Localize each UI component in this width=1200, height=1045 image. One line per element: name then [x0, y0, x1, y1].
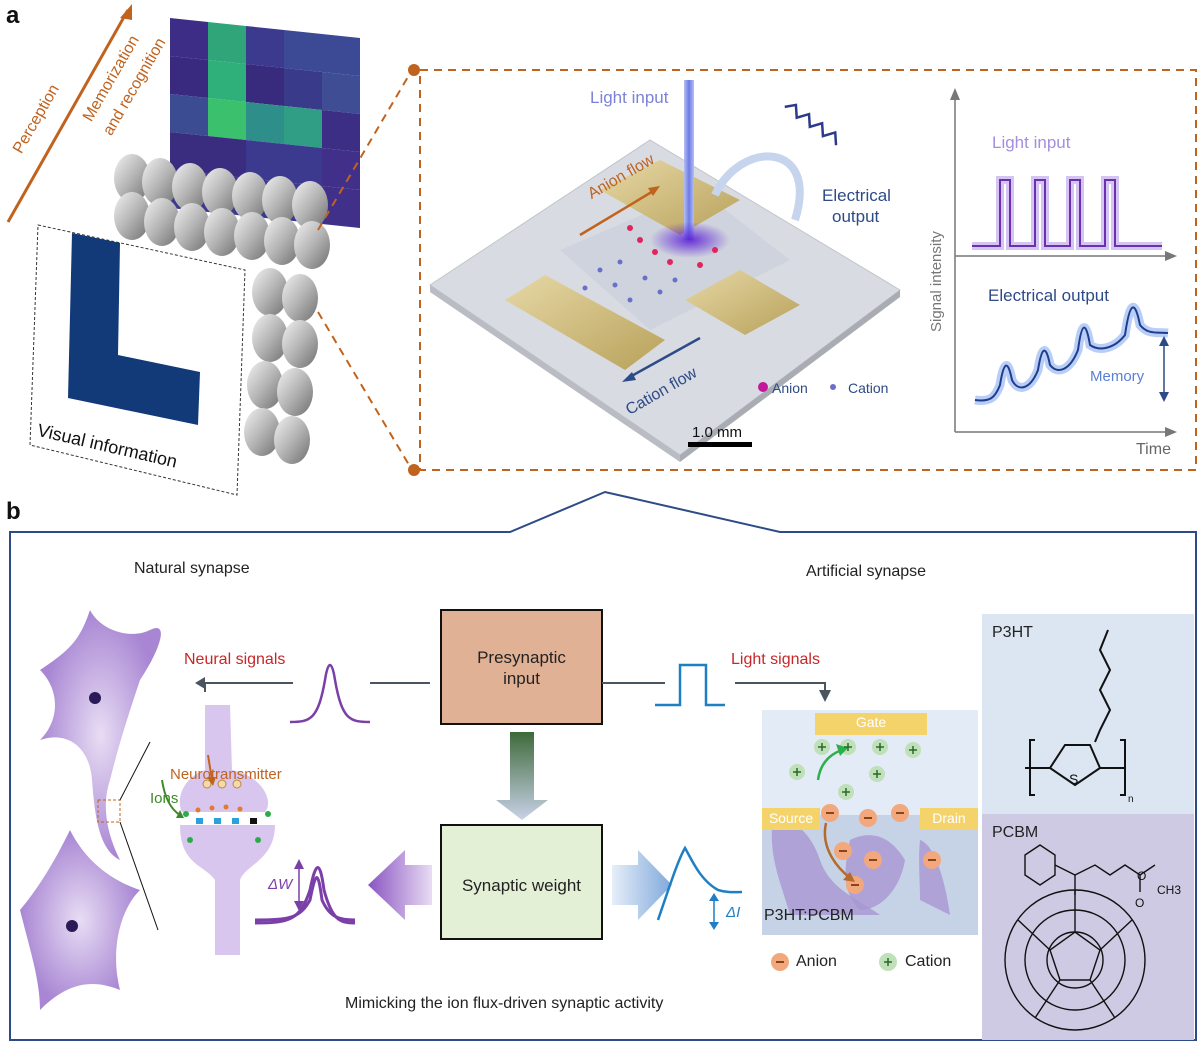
pcbm-ch3-label: CH3	[1157, 883, 1182, 897]
perception-arrow	[6, 9, 130, 223]
down-arrow-icon	[496, 732, 548, 820]
natural-synapse-title: Natural synapse	[134, 560, 250, 577]
letter-l-shape	[68, 233, 200, 425]
pcbm-panel	[982, 814, 1194, 1040]
photoreceptor-array	[114, 154, 330, 464]
cation-legend-icon	[879, 953, 897, 971]
caption: Mimicking the ion flux-driven synaptic a…	[345, 995, 664, 1012]
signal-intensity-label: Signal intensity	[928, 231, 945, 332]
neurotransmitter-label: Neurotransmitter	[170, 766, 282, 783]
plot-electrical-output-label: Electrical output	[988, 286, 1109, 305]
presynaptic-input-line1: Presynaptic	[477, 648, 566, 667]
presynaptic-input-line2: input	[503, 669, 540, 688]
panel-b-frame	[9, 490, 1197, 1041]
panel-a-label: a	[6, 2, 20, 29]
time-label: Time	[1136, 441, 1171, 458]
panel-a-graphics	[6, 4, 1197, 496]
pcbm-structure	[1004, 844, 1156, 1031]
light-arrow-head-icon	[819, 690, 831, 702]
sulfur-label: S	[1069, 771, 1079, 787]
pcbm-label: PCBM	[992, 824, 1039, 841]
left-arrow-icon	[368, 850, 432, 920]
neuron-top	[40, 610, 161, 860]
neural-signals-label: Neural signals	[184, 651, 286, 668]
gate-label: Gate	[855, 714, 887, 730]
ions-label: Ions	[150, 790, 179, 807]
arrow-head-icon	[120, 4, 132, 20]
panel-b-label: b	[6, 498, 21, 525]
panel-b-graphics	[9, 490, 1197, 1041]
pcbm-o-label: O	[1137, 869, 1147, 883]
delta-i-label: ΔI	[726, 904, 741, 921]
current-wave	[656, 845, 743, 921]
zoom-dot-top	[408, 64, 420, 76]
cation-legend-label: Cation	[905, 953, 952, 970]
neural-arrow-head-icon	[195, 677, 205, 689]
electrical-output-label-2: output	[832, 207, 880, 226]
neuron-bottom	[20, 830, 140, 1010]
p3ht-label: P3HT	[992, 624, 1033, 641]
synapse-illustration	[161, 705, 275, 955]
electrical-output-label: Electrical	[822, 186, 891, 205]
device-illustration	[429, 80, 901, 462]
anion-legend-label: Anion	[796, 953, 837, 970]
zoom-dot-bottom	[408, 464, 420, 476]
p3ht-panel	[982, 614, 1194, 814]
zoom-line-top	[317, 69, 413, 231]
plot-light-input-label: Light input	[992, 133, 1071, 152]
drain-label: Drain	[932, 810, 966, 826]
signal-plot	[950, 88, 1177, 437]
zoom-line	[119, 741, 151, 801]
zoom-line-2	[119, 821, 159, 931]
right-arrow-icon	[612, 850, 672, 920]
presynaptic-input-box	[440, 609, 603, 725]
light-signal-pulse	[655, 663, 725, 707]
zoom-line-bottom	[317, 311, 413, 471]
light-arrow	[735, 682, 826, 692]
synaptic-weight-box	[440, 824, 603, 940]
anion-flow-arrow	[823, 822, 851, 879]
synapse-zoom-box	[97, 799, 121, 823]
artificial-synapse-title: Artificial synapse	[806, 563, 927, 580]
drain-electrode	[920, 808, 978, 830]
neural-signal-peak	[289, 663, 371, 724]
p3ht-structure	[1025, 629, 1126, 796]
cation-legend-label: Cation	[848, 380, 889, 396]
delta-w-label: ΔW	[268, 876, 293, 893]
neural-arrow	[204, 682, 293, 692]
p3ht-subscript: n	[1128, 794, 1134, 805]
source-electrode	[762, 808, 820, 830]
memory-label: Memory	[1090, 368, 1145, 385]
anion-legend-label: Anion	[772, 380, 808, 396]
light-input-label: Light input	[590, 88, 669, 107]
blend-label: P3HT:PCBM	[764, 907, 854, 924]
source-label: Source	[768, 810, 814, 826]
gate-electrode	[815, 713, 927, 735]
weight-wave-high	[254, 866, 356, 925]
synaptic-weight-label: Synaptic weight	[461, 876, 582, 895]
anion-legend-icon	[771, 953, 789, 971]
pcbm-o2-label: O	[1135, 896, 1145, 910]
scale-bar-label: 1.0 mm	[692, 424, 743, 441]
light-signals-label: Light signals	[731, 651, 820, 668]
